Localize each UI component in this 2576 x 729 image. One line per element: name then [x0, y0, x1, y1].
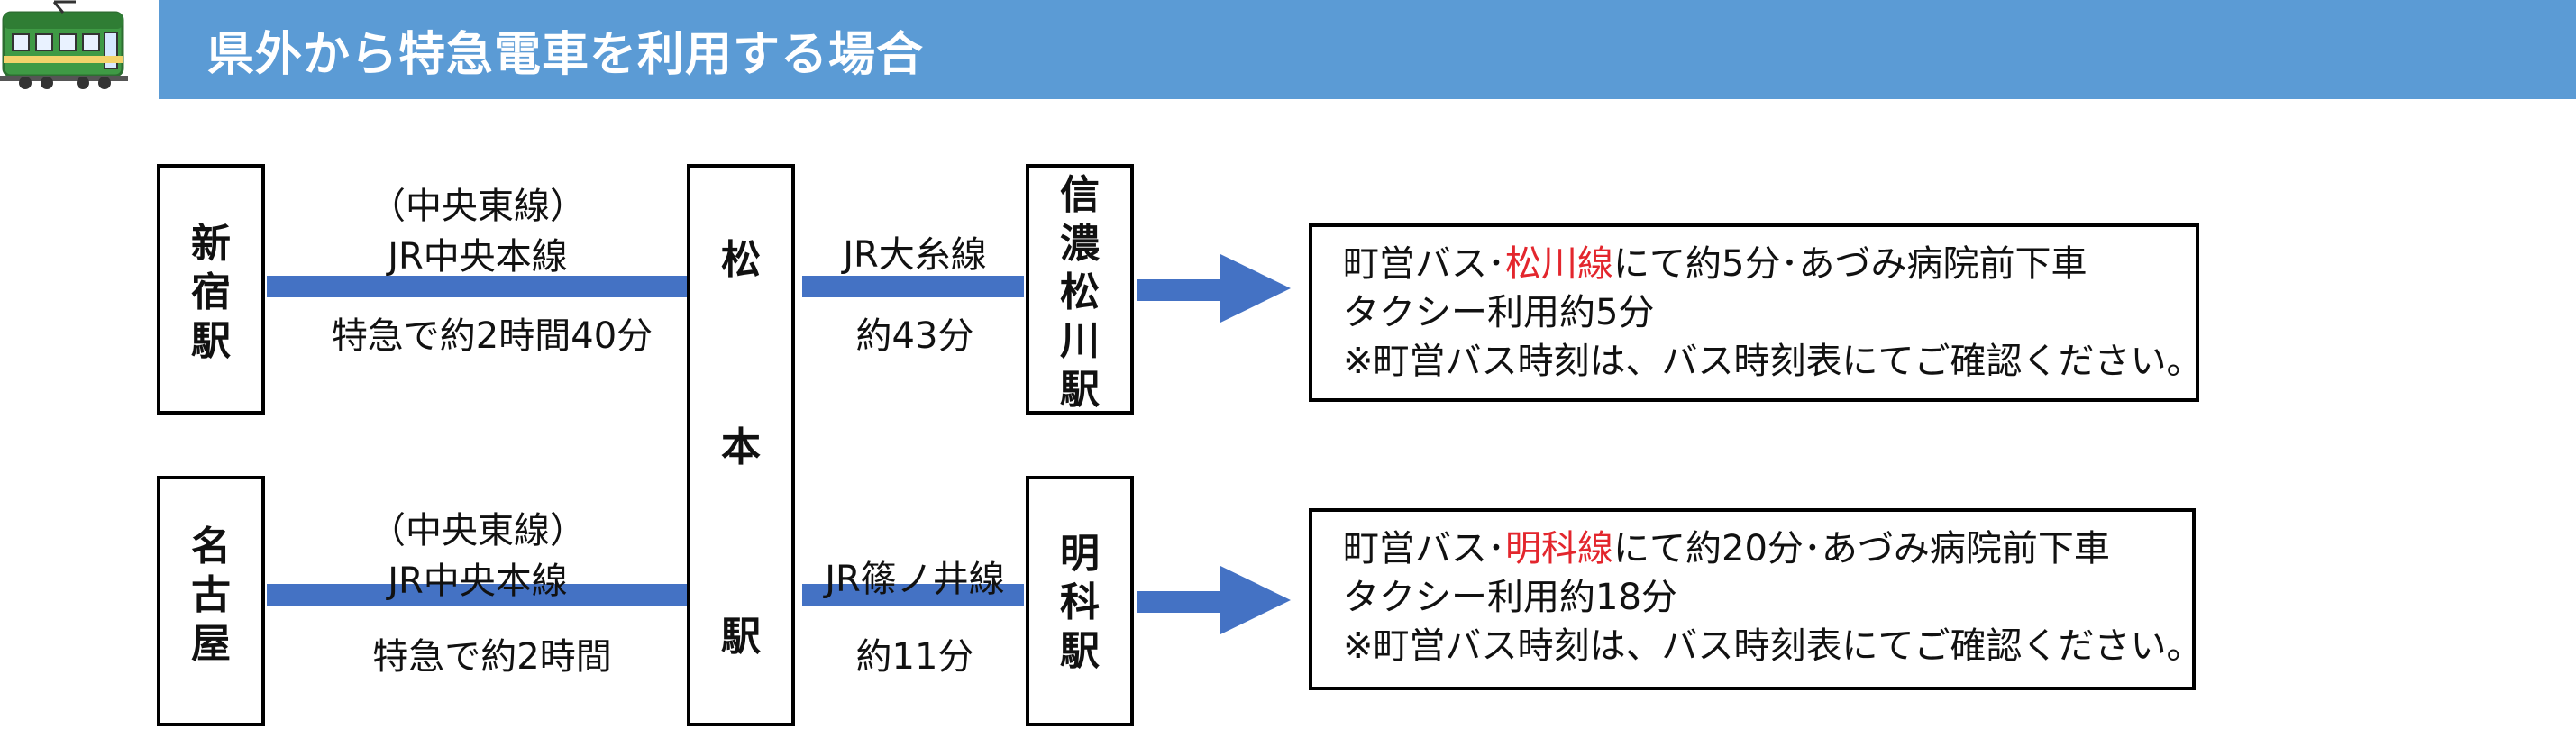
- station-shinjuku-label: 新 宿 駅: [191, 221, 231, 364]
- bus-prefix: 町営バス･: [1343, 243, 1505, 285]
- route-name-top-left: JR中央本線: [388, 236, 568, 278]
- train-icon: [0, 0, 128, 89]
- route-note-top-left: （中央東線）: [370, 186, 586, 227]
- station-matsumoto-char-1: 松: [721, 237, 761, 283]
- page-title: 県外から特急電車を利用する場合: [207, 28, 925, 82]
- bus-suffix: にて約5分･あづみ病院前下車: [1613, 243, 2087, 285]
- route-note-bottom-left: （中央東線）: [370, 510, 586, 551]
- bus-info-line: 町営バス･明科線にて約20分･あづみ病院前下車: [1343, 524, 2192, 573]
- route-line-matsumoto-akashina: [802, 584, 1024, 606]
- station-matsumoto-char-3: 駅: [721, 614, 761, 660]
- bus-line-name: 明科線: [1505, 528, 1613, 570]
- arrow-right-icon: [1137, 254, 1291, 323]
- route-duration-bottom-left: 特急で約2時間: [372, 636, 612, 678]
- station-matsumoto: 松 本 駅: [687, 164, 795, 726]
- station-shinano-matsukawa-label: 信 濃 松 川 駅: [1060, 172, 1100, 413]
- station-shinjuku: 新 宿 駅: [157, 164, 265, 415]
- route-name-bottom-left: JR中央本線: [388, 560, 568, 602]
- station-matsumoto-char-2: 本: [721, 424, 761, 470]
- route-duration-top-right: 約43分: [855, 315, 974, 357]
- bus-prefix: 町営バス･: [1343, 528, 1505, 570]
- arrow-right-icon: [1137, 566, 1291, 634]
- taxi-info-line: タクシー利用約5分: [1343, 292, 1655, 333]
- route-duration-bottom-right: 約11分: [855, 636, 974, 678]
- bus-timetable-note: ※町営バス時刻は、バス時刻表にてご確認ください。: [1343, 341, 2203, 382]
- route-duration-top-left: 特急で約2時間40分: [331, 315, 653, 357]
- route-line-nagoya-matsumoto: [267, 584, 687, 606]
- header-bar: 県外から特急電車を利用する場合: [159, 0, 2576, 99]
- station-nagoya: 名 古 屋: [157, 476, 265, 726]
- info-box-akashina: 町営バス･明科線にて約20分･あづみ病院前下車 タクシー利用約18分 ※町営バス…: [1309, 508, 2203, 690]
- station-akashina: 明 科 駅: [1026, 476, 1134, 726]
- station-akashina-label: 明 科 駅: [1060, 531, 1100, 674]
- bus-line-name: 松川線: [1505, 243, 1613, 285]
- route-name-top-right: JR大糸線: [843, 234, 987, 276]
- station-shinano-matsukawa: 信 濃 松 川 駅: [1026, 164, 1134, 415]
- route-name-bottom-right: JR篠ノ井線: [825, 559, 1005, 600]
- station-nagoya-label: 名 古 屋: [191, 524, 231, 667]
- bus-timetable-note: ※町営バス時刻は、バス時刻表にてご確認ください。: [1343, 625, 2203, 667]
- route-line-matsumoto-shinano-matsukawa: [802, 276, 1024, 297]
- route-line-shinjuku-matsumoto: [267, 276, 687, 297]
- bus-suffix: にて約20分･あづみ病院前下車: [1613, 528, 2110, 570]
- info-box-matsukawa: 町営バス･松川線にて約5分･あづみ病院前下車 タクシー利用約5分 ※町営バス時刻…: [1309, 223, 2203, 402]
- taxi-info-line: タクシー利用約18分: [1343, 577, 1677, 618]
- bus-info-line: 町営バス･松川線にて約5分･あづみ病院前下車: [1343, 240, 2196, 288]
